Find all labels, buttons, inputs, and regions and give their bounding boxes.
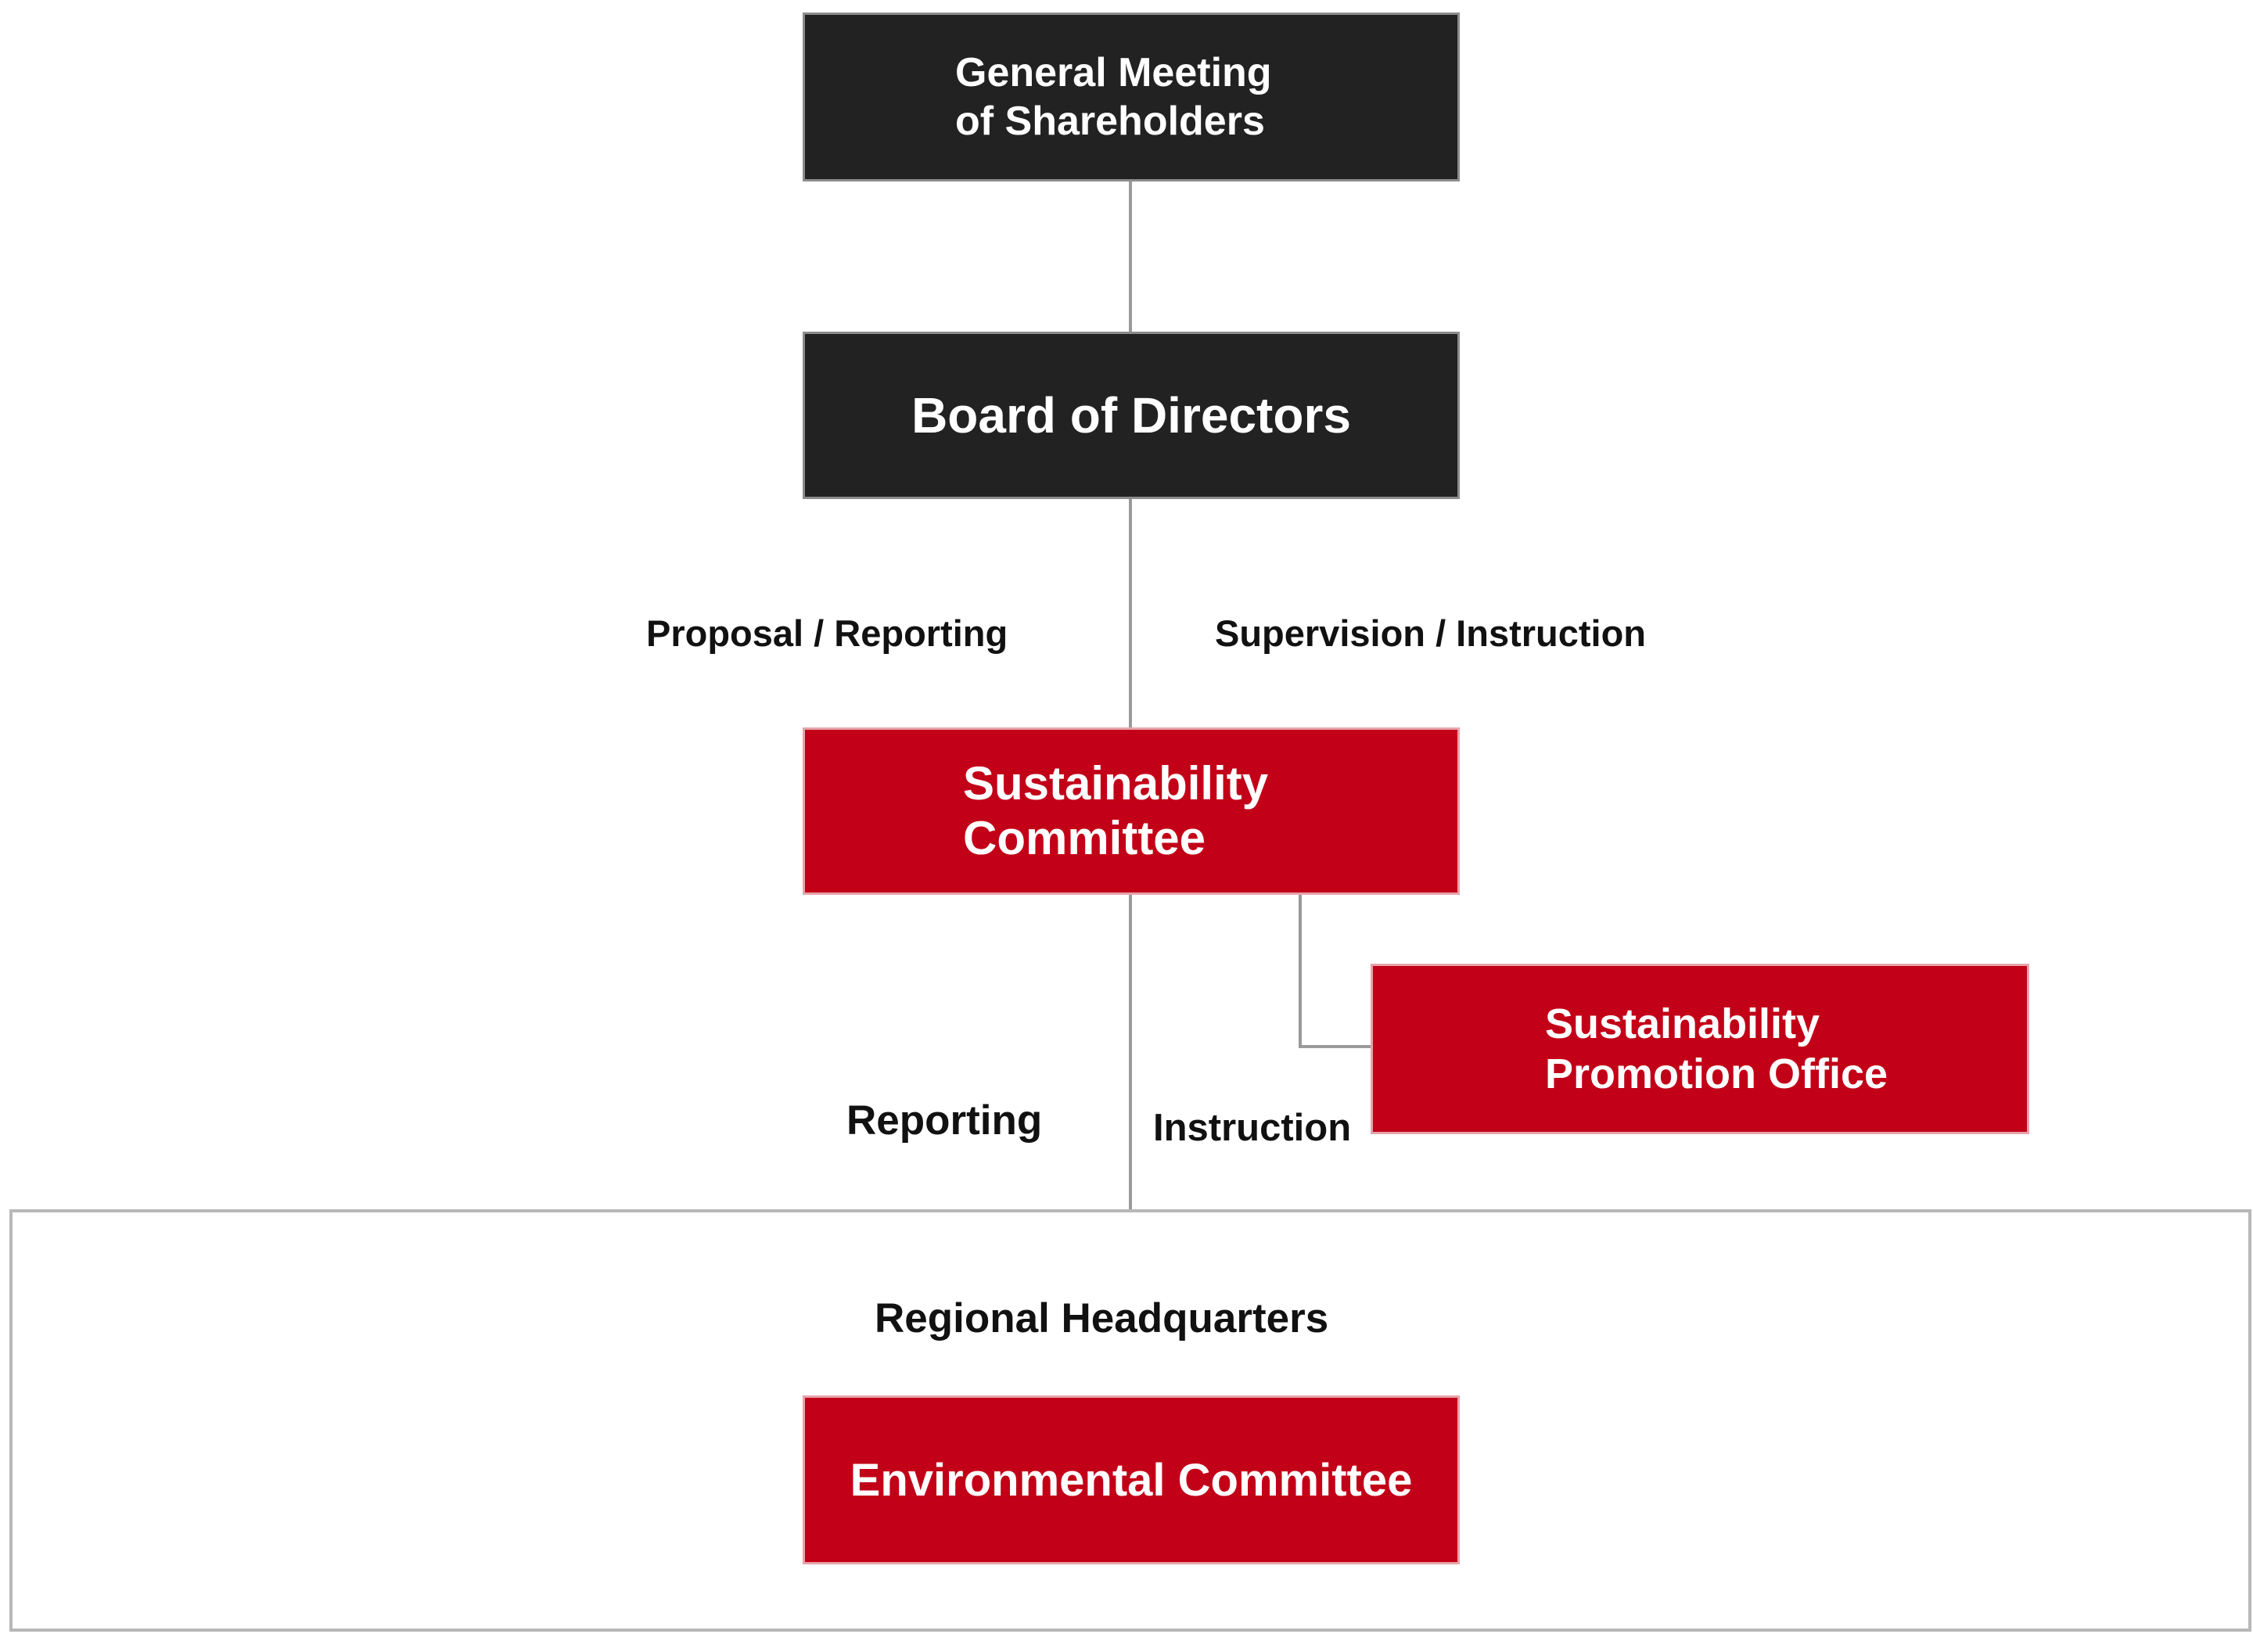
connector-board-committee (1129, 499, 1132, 727)
connector-committee-office-vertical (1299, 895, 1302, 1048)
supervision-instruction-label: Supervision / Instruction (1215, 612, 1647, 654)
sustainability-committee-label-line1: Sustainability (963, 757, 1269, 810)
shareholders-box: General Meeting of Shareholders (803, 13, 1460, 181)
proposal-reporting-label: Proposal / Reporting (646, 612, 1008, 654)
instruction-label: Instruction (1153, 1107, 1352, 1149)
regional-headquarters-label: Regional Headquarters (875, 1295, 1329, 1341)
environmental-committee-box: Environmental Committee (803, 1395, 1460, 1564)
sustainability-committee-box: Sustainability Committee (803, 727, 1460, 895)
connector-shareholders-board (1129, 181, 1132, 332)
board-of-directors-box: Board of Directors (803, 332, 1460, 499)
sustainability-promotion-office-box: Sustainability Promotion Office (1371, 964, 2029, 1134)
sustainability-committee-label-line2: Committee (963, 812, 1206, 864)
promotion-office-label-line2: Promotion Office (1545, 1050, 1888, 1097)
shareholders-label-line1: General Meeting (955, 50, 1272, 95)
connector-committee-regional (1129, 895, 1132, 1209)
reporting-label: Reporting (846, 1097, 1043, 1144)
connector-committee-office-horizontal (1299, 1045, 1371, 1048)
board-of-directors-label: Board of Directors (911, 387, 1351, 444)
environmental-committee-label: Environmental Committee (850, 1454, 1413, 1506)
shareholders-label-line2: of Shareholders (955, 99, 1265, 144)
promotion-office-label-line1: Sustainability (1545, 1000, 1820, 1047)
